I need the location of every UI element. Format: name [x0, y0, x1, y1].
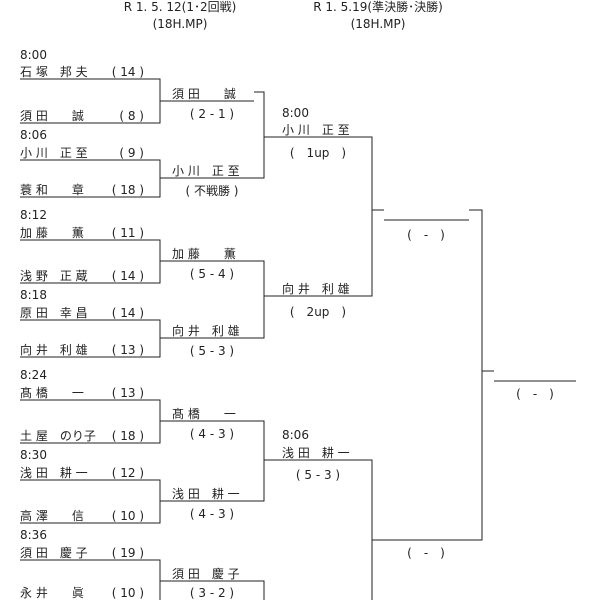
player-name: 須 田 誠: [20, 109, 84, 123]
player-handicap: ( 9 ): [119, 146, 144, 160]
player-name: 浅 野 正 蔵: [20, 269, 88, 283]
player-name: 石 塚 邦 夫: [20, 65, 88, 79]
player-name: 原 田 幸 昌: [20, 306, 88, 320]
quarter-score: ( 5 - 3 ): [295, 468, 341, 482]
player-handicap: ( 8 ): [119, 109, 144, 123]
player-entry: 浅 野 正 蔵 ( 14 ): [20, 269, 144, 283]
match-time: 8:36: [20, 528, 47, 542]
player-entry: 蓑 和 章 ( 18 ): [20, 183, 144, 197]
semi-score: ( - ): [407, 546, 445, 560]
player-handicap: ( 13 ): [111, 386, 144, 400]
player-entry: 髙 橋 一 ( 13 ): [20, 386, 144, 400]
final-score: ( - ): [516, 387, 554, 401]
second-round-score: ( 5 - 4 ): [189, 267, 235, 281]
player-name: 高 澤 信: [20, 509, 84, 523]
player-handicap: ( 12 ): [111, 466, 144, 480]
player-handicap: ( 10 ): [111, 586, 144, 600]
match-time: 8:06: [20, 128, 47, 142]
second-round-winner: 向 井 利 雄: [172, 324, 240, 338]
player-entry: 永 井 眞 ( 10 ): [20, 586, 144, 600]
second-round-score: ( 2 - 1 ): [189, 107, 235, 121]
player-handicap: ( 13 ): [111, 343, 144, 357]
player-handicap: ( 18 ): [111, 183, 144, 197]
quarter-time: 8:00: [282, 106, 309, 120]
player-name: 土 屋 のり子: [20, 429, 96, 443]
match-time: 8:12: [20, 208, 47, 222]
round12-venue: (18H.MP): [152, 17, 208, 31]
player-handicap: ( 14 ): [111, 65, 144, 79]
quarter-winner: 向 井 利 雄: [282, 282, 350, 296]
player-name: 蓑 和 章: [20, 183, 84, 197]
second-round-winner: 加 藤 薫: [172, 247, 236, 261]
player-entry: 加 藤 薫 ( 11 ): [20, 226, 144, 240]
player-entry: 小 川 正 至 ( 9 ): [20, 146, 144, 160]
player-name: 加 藤 薫: [20, 226, 84, 240]
second-round-score: ( 不戦勝 ): [185, 184, 239, 198]
match-time: 8:24: [20, 368, 47, 382]
match-time: 8:30: [20, 448, 47, 462]
player-handicap: ( 18 ): [111, 429, 144, 443]
player-handicap: ( 19 ): [111, 546, 144, 560]
player-name: 永 井 眞: [20, 586, 84, 600]
player-entry: 須 田 誠 ( 8 ): [20, 109, 144, 123]
quarter-score: ( 2up ): [289, 305, 347, 319]
quarter-winner: 小 川 正 至: [282, 123, 350, 137]
player-handicap: ( 14 ): [111, 269, 144, 283]
second-round-winner: 浅 田 耕 一: [172, 487, 240, 501]
player-name: 小 川 正 至: [20, 146, 88, 160]
match-time: 8:18: [20, 288, 47, 302]
player-name: 髙 橋 一: [20, 386, 84, 400]
player-entry: 須 田 慶 子 ( 19 ): [20, 546, 144, 560]
match-time: 8:00: [20, 48, 47, 62]
player-entry: 原 田 幸 昌 ( 14 ): [20, 306, 144, 320]
player-entry: 浅 田 耕 一 ( 12 ): [20, 466, 144, 480]
player-entry: 石 塚 邦 夫 ( 14 ): [20, 65, 144, 79]
player-entry: 高 澤 信 ( 10 ): [20, 509, 144, 523]
round12-date: R 1. 5. 12(1･2回戦): [123, 0, 237, 14]
final-round-date: R 1. 5.19(準決勝･決勝): [313, 0, 443, 14]
player-name: 須 田 慶 子: [20, 546, 88, 560]
semi-score: ( - ): [407, 228, 445, 242]
second-round-winner: 小 川 正 至: [172, 164, 240, 178]
player-entry: 向 井 利 雄 ( 13 ): [20, 343, 144, 357]
second-round-winner: 須 田 慶 子: [172, 567, 240, 581]
player-handicap: ( 11 ): [111, 226, 144, 240]
quarter-time: 8:06: [282, 428, 309, 442]
quarter-winner: 浅 田 耕 一: [282, 446, 350, 460]
player-handicap: ( 14 ): [111, 306, 144, 320]
second-round-score: ( 3 - 2 ): [189, 586, 235, 600]
second-round-score: ( 4 - 3 ): [189, 507, 235, 521]
quarter-score: ( 1up ): [289, 146, 347, 160]
second-round-winner: 髙 橋 一: [172, 407, 236, 421]
second-round-score: ( 5 - 3 ): [189, 344, 235, 358]
second-round-score: ( 4 - 3 ): [189, 427, 235, 441]
player-entry: 土 屋 のり子 ( 18 ): [20, 429, 144, 443]
final-round-venue: (18H.MP): [350, 17, 406, 31]
player-name: 浅 田 耕 一: [20, 466, 88, 480]
player-name: 向 井 利 雄: [20, 343, 88, 357]
player-handicap: ( 10 ): [111, 509, 144, 523]
second-round-winner: 須 田 誠: [172, 87, 236, 101]
